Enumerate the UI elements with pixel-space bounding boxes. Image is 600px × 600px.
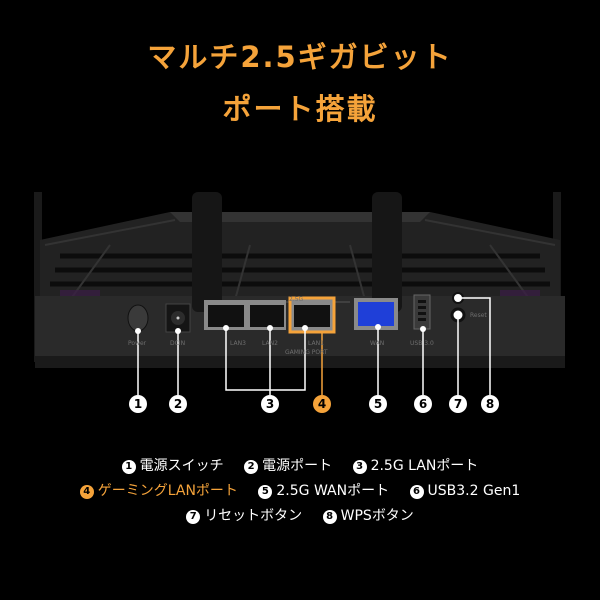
lan2-port [250, 305, 284, 327]
callout-5: 5 [369, 395, 387, 413]
label-usb: USB 3.0 [410, 340, 434, 347]
callout-7: 7 [449, 395, 467, 413]
lan1-gaming-port [294, 305, 330, 327]
label-reset: Reset [470, 312, 487, 319]
lan3-port [208, 305, 244, 327]
label-lan3: LAN3 [230, 340, 246, 347]
callout-1: 1 [129, 395, 147, 413]
power-switch [127, 304, 149, 332]
callout-4: 4 [313, 395, 331, 413]
label-lan2: LAN2 [262, 340, 278, 347]
antenna-center-left [192, 192, 222, 312]
antenna-center-right [372, 192, 402, 312]
antenna-left-outer [34, 192, 42, 362]
wan-port [358, 302, 394, 326]
callout-8: 8 [481, 395, 499, 413]
callout-2: 2 [169, 395, 187, 413]
label-dcin: DCIN [170, 340, 186, 347]
callout-6: 6 [414, 395, 432, 413]
label-2-5g: 2.5G [289, 296, 304, 303]
label-gaming-port: GAMING PORT [285, 349, 328, 356]
label-power: Power [128, 340, 147, 347]
headline-line-2: ポート搭載 [222, 92, 378, 126]
headline-line-1: マルチ2.5ギガビット [147, 40, 453, 74]
callout-3: 3 [261, 395, 279, 413]
label-wan: WAN [370, 340, 385, 347]
label-lan1: LAN1 [308, 340, 324, 347]
